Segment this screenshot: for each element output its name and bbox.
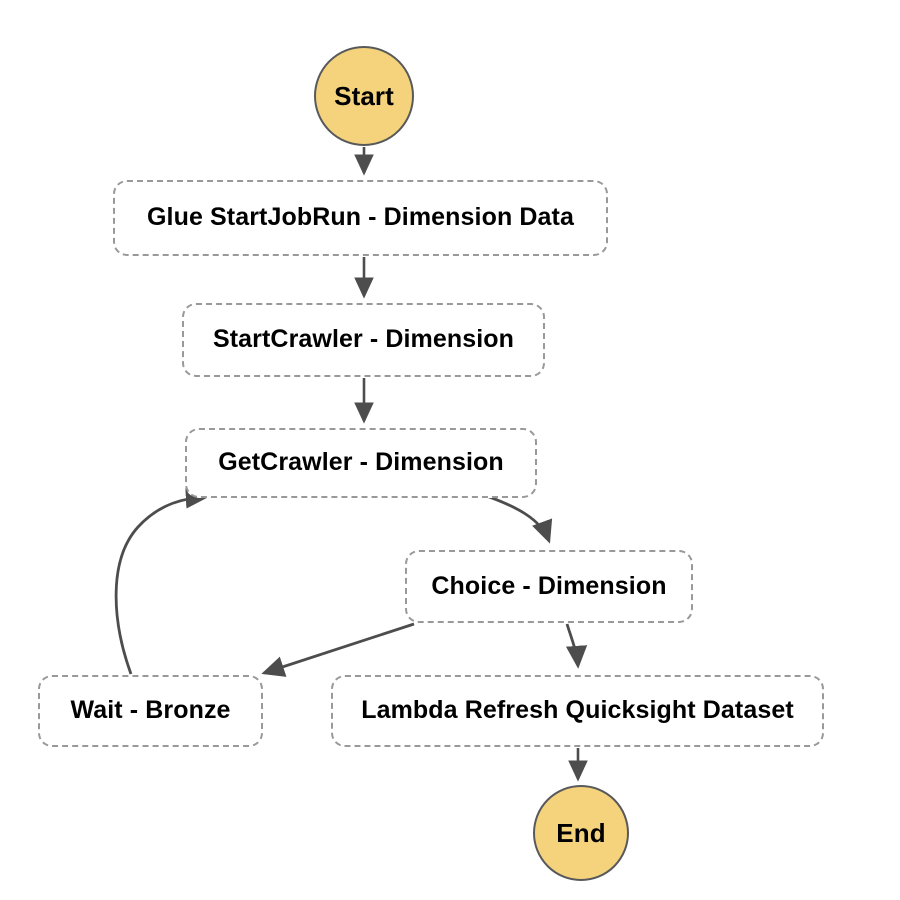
node-lambda-refresh-label: Lambda Refresh Quicksight Dataset — [361, 696, 794, 725]
node-glue-startjobrun-label: Glue StartJobRun - Dimension Data — [147, 203, 574, 232]
node-end[interactable]: End — [533, 785, 629, 881]
node-start-crawler-label: StartCrawler - Dimension — [212, 325, 515, 354]
node-choice-dimension[interactable]: Choice - Dimension — [405, 550, 693, 623]
node-glue-startjobrun[interactable]: Glue StartJobRun - Dimension Data — [113, 180, 608, 256]
edge-getcrawler-to-choice — [480, 492, 553, 544]
edge-choice-to-wait — [261, 622, 415, 677]
node-end-label: End — [556, 817, 606, 848]
node-get-crawler-label: GetCrawler - Dimension — [218, 448, 504, 477]
node-lambda-refresh[interactable]: Lambda Refresh Quicksight Dataset — [331, 675, 824, 747]
node-start[interactable]: Start — [314, 46, 414, 146]
node-choice-dimension-label: Choice - Dimension — [431, 571, 667, 600]
edge-wait-to-getcrawler — [114, 487, 209, 675]
edge-choice-to-lambda — [565, 623, 588, 669]
node-wait-bronze-label: Wait - Bronze — [70, 696, 231, 725]
node-wait-bronze[interactable]: Wait - Bronze — [38, 675, 263, 747]
node-start-label: Start — [334, 80, 394, 111]
node-start-crawler[interactable]: StartCrawler - Dimension — [182, 303, 545, 377]
node-get-crawler[interactable]: GetCrawler - Dimension — [185, 428, 537, 498]
